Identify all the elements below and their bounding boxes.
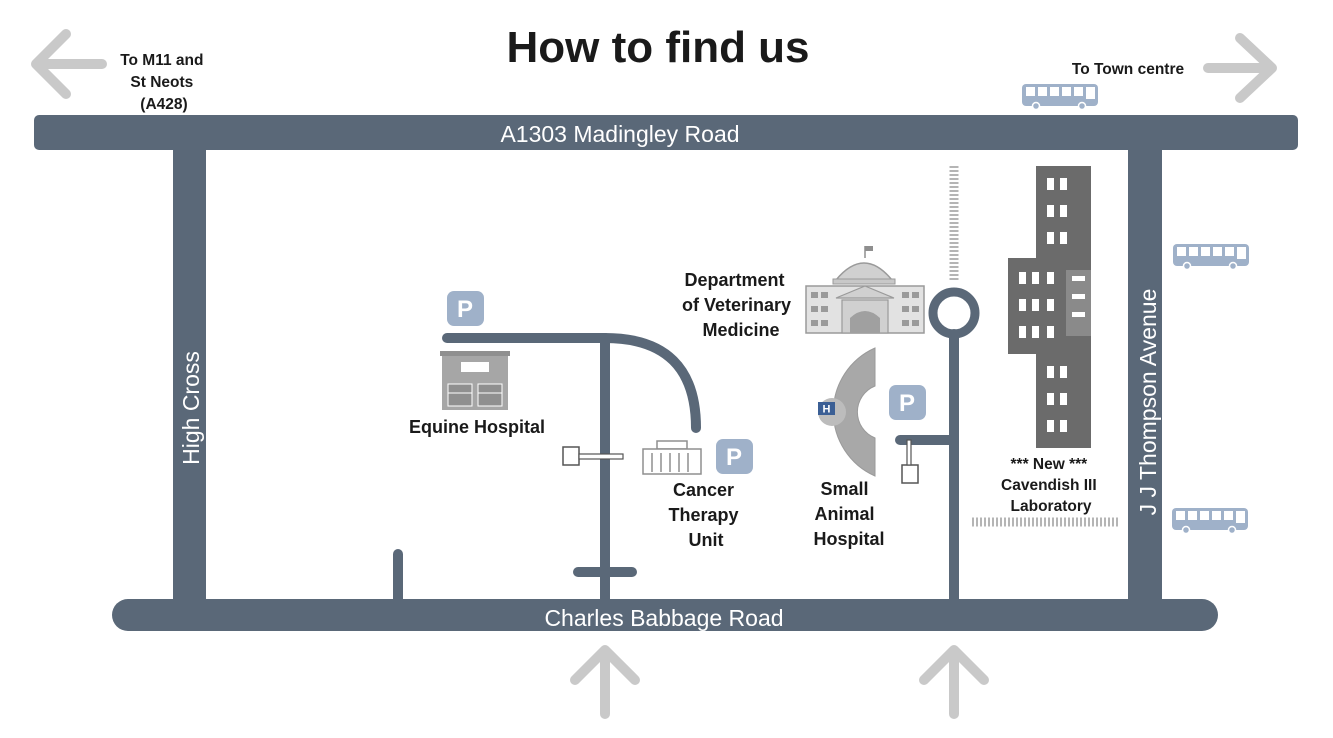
bus-icon [1171, 507, 1249, 535]
east-arrow-icon [1203, 33, 1277, 103]
bus-icon [1021, 83, 1099, 111]
cancer-therapy-label: Cancer Therapy Unit [668, 480, 743, 550]
roundabout [928, 287, 980, 339]
parking-cancer: P [716, 439, 753, 474]
charles-babbage-road-label: Charles Babbage Road [544, 605, 783, 631]
barrier-small-animal [901, 439, 919, 484]
equine-hospital-building [440, 351, 510, 410]
jj-thompson-avenue [1128, 148, 1162, 602]
west-arrow-icon [31, 29, 107, 99]
svg-text:P: P [457, 296, 473, 323]
bus-icon [1172, 243, 1250, 271]
svg-text:H: H [823, 404, 831, 416]
vet-department-building [805, 246, 925, 334]
vet-department-label: Department of Veterinary Medicine [682, 270, 796, 340]
entrance-arrow-icon [570, 645, 640, 719]
high-cross-road [173, 148, 206, 602]
east-direction-label: To Town centre [1072, 61, 1185, 78]
west-direction-label: To M11 and St Neots (A428) [120, 52, 208, 113]
small-animal-hospital-building: H [818, 347, 876, 477]
svg-text:P: P [899, 390, 915, 417]
madingley-road [34, 115, 1298, 150]
cavendish-laboratory-label: *** New *** Cavendish III Laboratory [1001, 456, 1101, 515]
internal-roads [393, 329, 959, 605]
equine-hospital-label: Equine Hospital [409, 417, 545, 437]
jj-thompson-avenue-label: J J Thompson Avenue [1135, 289, 1161, 516]
small-animal-hospital-label: Small Animal Hospital [813, 479, 884, 549]
entrance-arrow-icon [919, 645, 989, 719]
parking-small-animal: P [889, 385, 926, 420]
high-cross-road-label: High Cross [178, 351, 204, 465]
madingley-road-label: A1303 Madingley Road [500, 121, 739, 147]
svg-text:P: P [726, 444, 742, 471]
parking-equine: P [447, 291, 484, 326]
cancer-therapy-building [642, 440, 702, 475]
barrier-cancer [562, 446, 624, 466]
cavendish-laboratory-building [1008, 166, 1091, 448]
charles-babbage-road [112, 599, 1218, 631]
page-title: How to find us [506, 23, 809, 72]
